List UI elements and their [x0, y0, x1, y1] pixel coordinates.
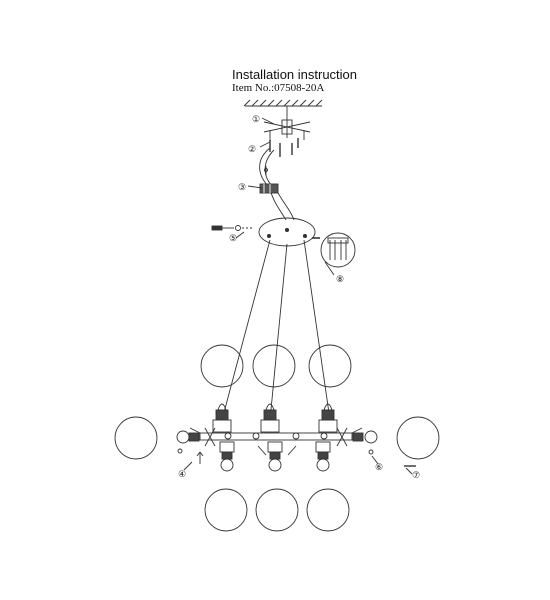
canopy: [258, 217, 320, 247]
ceiling-screws: [269, 138, 299, 157]
mounting-bracket: [263, 106, 311, 140]
canopy-screw: [211, 225, 252, 231]
callout-8: ⑧: [336, 274, 344, 284]
cable-grip-detail: [320, 232, 356, 276]
callout-1: ①: [252, 114, 260, 124]
upper-globes: [200, 344, 352, 388]
page-title: Installation instruction: [232, 67, 358, 82]
callout-6: ⑥: [375, 462, 383, 472]
terminal-block: [259, 183, 279, 194]
item-number: Item No.:07508-20A: [232, 82, 325, 94]
callout-5: ⑤: [229, 233, 237, 243]
callout-4: ④: [178, 469, 186, 479]
leader-lines: [183, 117, 413, 475]
lower-globes: [204, 488, 350, 532]
side-globes: [114, 416, 440, 460]
suspension-cables: [221, 239, 331, 421]
lamp-sockets: [176, 403, 378, 472]
callout-2: ②: [248, 144, 256, 154]
callout-3: ③: [238, 182, 246, 192]
small-parts: [177, 448, 416, 467]
frame-bar: [189, 427, 363, 441]
callout-7: ⑦: [412, 470, 420, 480]
ceiling: [243, 99, 323, 107]
